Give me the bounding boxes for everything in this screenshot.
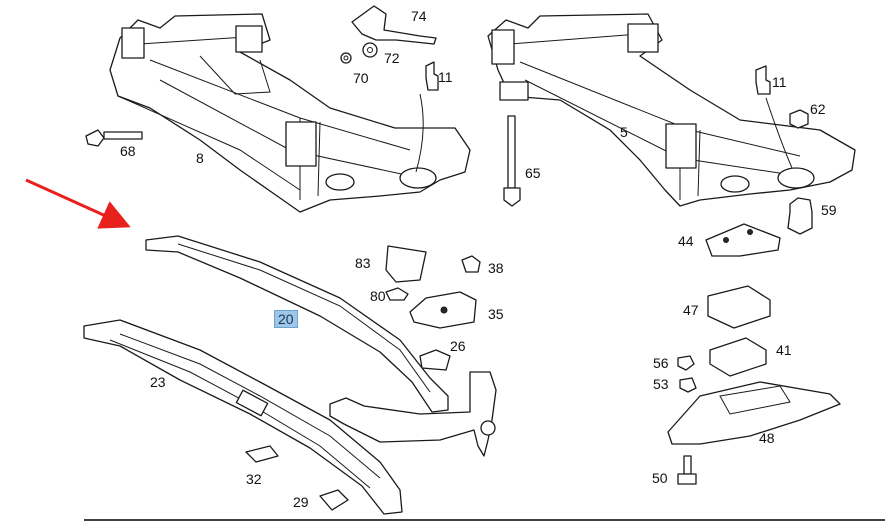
leaf-spring-20 (145, 235, 449, 413)
mounts-right (705, 109, 813, 257)
part-label-41: 41 (776, 342, 792, 358)
part-label-70: 70 (353, 70, 369, 86)
right-subframe (487, 13, 856, 207)
pads (245, 445, 349, 511)
left-subframe (109, 13, 471, 213)
part-label-68: 68 (120, 143, 136, 159)
part-label-5: 5 (620, 124, 628, 140)
part-label-35: 35 (488, 306, 504, 322)
part-label-11-left: 11 (438, 69, 453, 85)
small-parts-top (340, 5, 793, 173)
part-label-26: 26 (450, 338, 466, 354)
part-label-11-right: 11 (772, 74, 787, 90)
pointer-arrow (25, 178, 131, 229)
part-label-80: 80 (370, 288, 386, 304)
part-label-20-highlighted[interactable]: 20 (274, 310, 298, 328)
part-label-50: 50 (652, 470, 668, 486)
part-label-23: 23 (150, 374, 166, 390)
part-label-56: 56 (653, 355, 669, 371)
part-label-74: 74 (411, 8, 427, 24)
part-label-83: 83 (355, 255, 371, 271)
right-lower-parts (667, 285, 841, 485)
part-label-47: 47 (683, 302, 699, 318)
part-label-44: 44 (678, 233, 694, 249)
part-label-65: 65 (525, 165, 541, 181)
bolt-68 (85, 129, 143, 147)
part-label-32: 32 (246, 471, 262, 487)
part-label-29: 29 (293, 494, 309, 510)
part-label-38: 38 (488, 260, 504, 276)
part-label-62: 62 (810, 101, 826, 117)
part-label-53: 53 (653, 376, 669, 392)
control-arm (329, 245, 497, 457)
part-label-48: 48 (759, 430, 775, 446)
bolt-65 (503, 115, 521, 207)
leaf-spring-23 (83, 319, 403, 515)
part-label-59: 59 (821, 202, 837, 218)
part-label-72: 72 (384, 50, 400, 66)
part-label-8: 8 (196, 150, 204, 166)
